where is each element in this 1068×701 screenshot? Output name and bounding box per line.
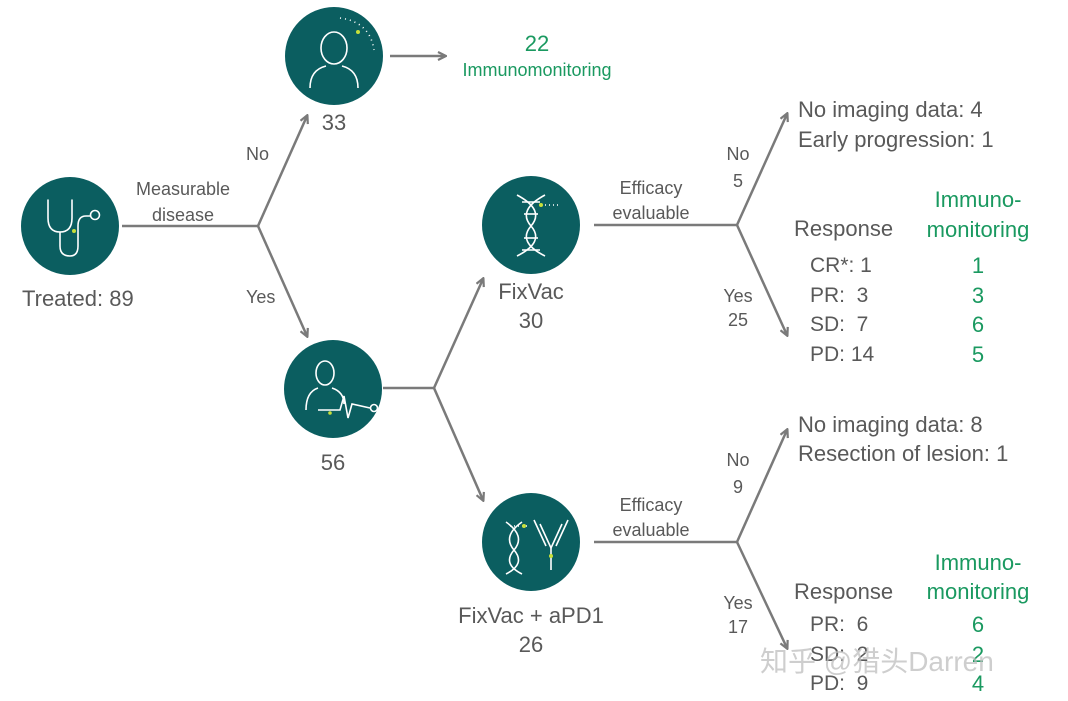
- lower-yes-count: 17: [727, 617, 749, 637]
- upper-yes-label: Yes: [723, 286, 753, 306]
- upper-row-immuno: 5: [971, 342, 985, 367]
- lower-excluded-imaging: No imaging data: 8: [798, 412, 983, 437]
- branch-no-label: No: [246, 144, 270, 164]
- patient-ecg-icon: [305, 360, 379, 419]
- upper-row-label: CR*: 1: [810, 254, 872, 277]
- fixvac-apd1-name: FixVac + aPD1: [458, 603, 604, 628]
- lower-excluded-resection: Resection of lesion: 1: [798, 441, 1009, 466]
- lower-row-immuno: 6: [971, 612, 985, 637]
- yes-count: 56: [320, 450, 346, 475]
- upper-efficacy-line1: Efficacy: [619, 178, 683, 198]
- lower-row-label: PR: 6: [810, 613, 869, 636]
- lower-row-immuno: 2: [971, 642, 985, 667]
- upper-efficacy-line2: evaluable: [612, 203, 690, 223]
- measurable-label-line2: disease: [151, 205, 215, 225]
- upper-no-count: 5: [732, 171, 744, 191]
- arrow-upper-no: [735, 114, 787, 226]
- dna-antibody-icon: [505, 519, 569, 575]
- treated-node: [21, 177, 119, 275]
- fixvac-count: 30: [518, 308, 544, 333]
- arrow-to-fixvac-apd1: [432, 387, 483, 500]
- fixvac-node: [482, 176, 580, 274]
- lower-efficacy-line2: evaluable: [612, 520, 690, 540]
- lower-row-label: PD: 9: [810, 672, 869, 695]
- lower-row-immuno: 4: [971, 671, 985, 696]
- measurable-label-line1: Measurable: [135, 179, 231, 199]
- upper-immuno-header-line2: monitoring: [926, 217, 1030, 242]
- upper-response-header: Response: [794, 216, 894, 241]
- arrow-upper-yes: [735, 224, 787, 335]
- upper-excluded-imaging: No imaging data: 4: [798, 97, 983, 122]
- arrow-lower-no: [735, 430, 787, 543]
- branch-yes-label: Yes: [246, 287, 276, 307]
- yes-node: [284, 340, 382, 438]
- arrow-lower-yes: [735, 541, 787, 648]
- upper-row-label: PD: 14: [810, 343, 875, 366]
- immunomonitoring-label: Immunomonitoring: [462, 60, 612, 80]
- lower-no-label: No: [726, 450, 750, 470]
- lower-row-label: SD: 2: [810, 643, 869, 666]
- upper-yes-count: 25: [727, 310, 749, 330]
- watermark: 知乎 @猎头Darren: [760, 646, 994, 677]
- no-count: 33: [321, 110, 347, 135]
- lower-immuno-header-line1: Immuno-: [934, 550, 1022, 575]
- arrow-to-no: [256, 116, 307, 227]
- immunomonitoring-count: 22: [524, 31, 550, 56]
- upper-row-immuno: 1: [971, 253, 985, 278]
- lower-yes-label: Yes: [723, 593, 753, 613]
- arrow-to-yes: [256, 225, 307, 336]
- upper-row-label: PR: 3: [810, 284, 869, 307]
- upper-row-immuno: 6: [971, 312, 985, 337]
- treated-label: Treated: 89: [22, 286, 134, 311]
- dna-icon: [516, 194, 560, 257]
- lower-efficacy-line1: Efficacy: [619, 495, 683, 515]
- upper-row-immuno: 3: [971, 283, 985, 308]
- no-node: [285, 7, 383, 105]
- fixvac-apd1-count: 26: [518, 632, 544, 657]
- upper-no-label: No: [726, 144, 750, 164]
- upper-excluded-progression: Early progression: 1: [798, 127, 994, 152]
- lower-immuno-header-line2: monitoring: [926, 579, 1030, 604]
- arrow-to-fixvac: [432, 279, 483, 389]
- upper-row-label: SD: 7: [810, 313, 869, 336]
- stethoscope-icon: [47, 199, 101, 257]
- person-icon: [309, 17, 375, 89]
- upper-immuno-header-line1: Immuno-: [934, 187, 1022, 212]
- fixvac-apd1-node: [482, 493, 580, 591]
- fixvac-name: FixVac: [498, 279, 564, 304]
- lower-response-header: Response: [794, 579, 894, 604]
- lower-no-count: 9: [732, 477, 744, 497]
